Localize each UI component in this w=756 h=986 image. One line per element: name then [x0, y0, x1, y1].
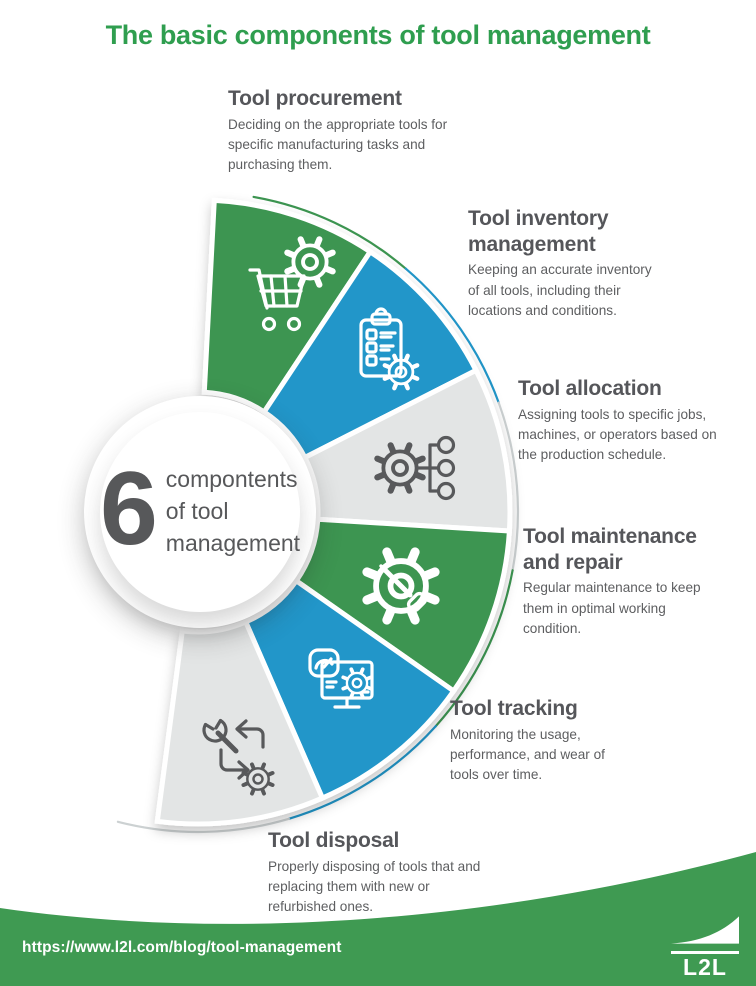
fan-wedge [242, 577, 458, 802]
footer-wave [0, 852, 756, 986]
section-heading: Tool allocation [518, 377, 662, 400]
gear-distribution-icon [377, 435, 456, 501]
section-tool-tracking: Tool tracking Monitoring the usage, perf… [450, 696, 670, 786]
section-description: Monitoring the usage, performance, and w… [450, 726, 605, 783]
fan-wedge [260, 248, 480, 461]
monitor-gauge-gear-icon [308, 648, 374, 709]
cart-gear-icon [248, 239, 333, 332]
l2l-swoosh-icon [671, 916, 739, 944]
accent-arc [116, 817, 290, 834]
component-count: 6 [99, 451, 158, 567]
section-description: Properly disposing of tools that and rep… [268, 858, 481, 915]
section-tool-disposal: Tool disposal Properly disposing of tool… [268, 828, 518, 918]
section-tool-procurement: Tool procurement Deciding on the appropr… [228, 86, 478, 176]
gear-screwdriver-icon [367, 552, 435, 620]
section-heading: Tool maintenance and repair [523, 525, 697, 574]
center-circle-inner: 6 compontents of tool management [100, 412, 300, 612]
fan-wedge [301, 367, 513, 534]
accent-arc [252, 195, 407, 270]
section-description: Regular maintenance to keep them in opti… [523, 580, 701, 636]
section-tool-inventory-management: Tool inventory management Keeping an acc… [468, 206, 673, 321]
center-circle: 6 compontents of tool management [84, 396, 316, 628]
clipboard-checklist-gear-icon [359, 307, 417, 388]
section-tool-maintenance-and-repair: Tool maintenance and repair Regular main… [523, 524, 751, 639]
section-tool-allocation: Tool allocation Assigning tools to speci… [518, 376, 748, 466]
section-heading: Tool procurement [228, 87, 402, 110]
l2l-logo: L2L [670, 916, 740, 982]
fan-wedge [154, 618, 326, 827]
logo-rule [671, 951, 739, 954]
logo-text: L2L [683, 954, 727, 980]
section-heading: Tool inventory management [468, 207, 609, 256]
fan-wedge [292, 516, 513, 695]
section-description: Assigning tools to specific jobs, machin… [518, 406, 717, 463]
source-url: https://www.l2l.com/blog/tool-management [22, 939, 342, 956]
section-description: Deciding on the appropriate tools for sp… [228, 116, 448, 173]
accent-arc [287, 725, 437, 820]
page-title: The basic components of tool management [105, 20, 651, 50]
fan-wedge [201, 197, 374, 416]
section-heading: Tool disposal [268, 829, 400, 852]
wrench-recycle-gear-icon [202, 718, 275, 796]
center-label: compontents of tool management [165, 466, 301, 556]
section-description: Keeping an accurate inventory of all too… [468, 262, 652, 318]
section-heading: Tool tracking [450, 697, 578, 720]
accent-arc [497, 401, 520, 572]
